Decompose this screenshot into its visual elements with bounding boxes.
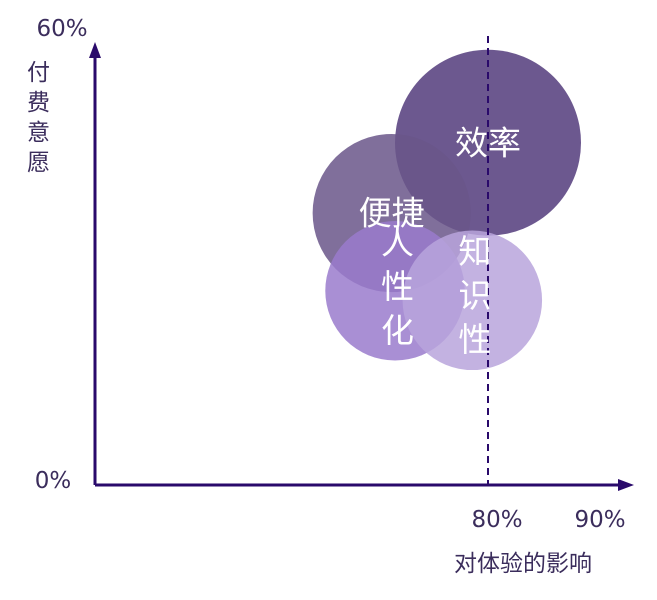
bubble-3 xyxy=(402,230,543,371)
y-tick-0: 0% xyxy=(35,468,72,494)
x-tick-90: 90% xyxy=(574,507,625,533)
x-axis-label: 对体验的影响 xyxy=(454,551,592,577)
x-axis-arrow xyxy=(618,479,634,491)
x-tick-80: 80% xyxy=(471,507,522,533)
y-tick-60: 60% xyxy=(36,16,87,42)
bubbles xyxy=(312,49,581,371)
y-axis-arrow xyxy=(89,42,101,58)
